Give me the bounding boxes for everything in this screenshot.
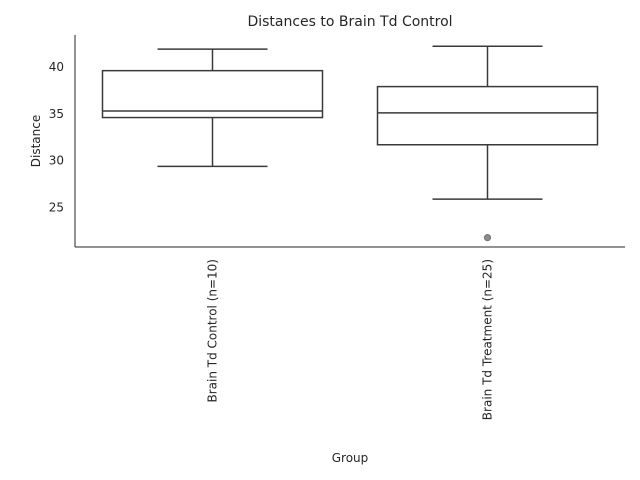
iqr-box	[101, 69, 324, 119]
box-group	[101, 48, 324, 168]
y-axis-label: Distance	[29, 115, 43, 167]
y-tick-label: 30	[49, 154, 64, 168]
y-tick-label: 25	[49, 201, 64, 215]
y-tick-label: 40	[49, 60, 64, 74]
y-tick-labels: 25 30 35 40	[49, 60, 64, 215]
box-group	[376, 45, 599, 242]
outlier-point	[483, 234, 492, 242]
x-tick-label: Brain Td Treatment (n=25)	[481, 259, 495, 420]
plot-area	[101, 45, 599, 242]
y-tick-label: 35	[49, 107, 64, 121]
x-tick-labels: Brain Td Control (n=10) Brain Td Treatmen…	[206, 259, 495, 420]
x-axis-label: Group	[332, 451, 369, 465]
x-tick-label: Brain Td Control (n=10)	[206, 259, 220, 403]
iqr-box	[376, 85, 599, 146]
chart-title: Distances to Brain Td Control	[247, 14, 452, 30]
